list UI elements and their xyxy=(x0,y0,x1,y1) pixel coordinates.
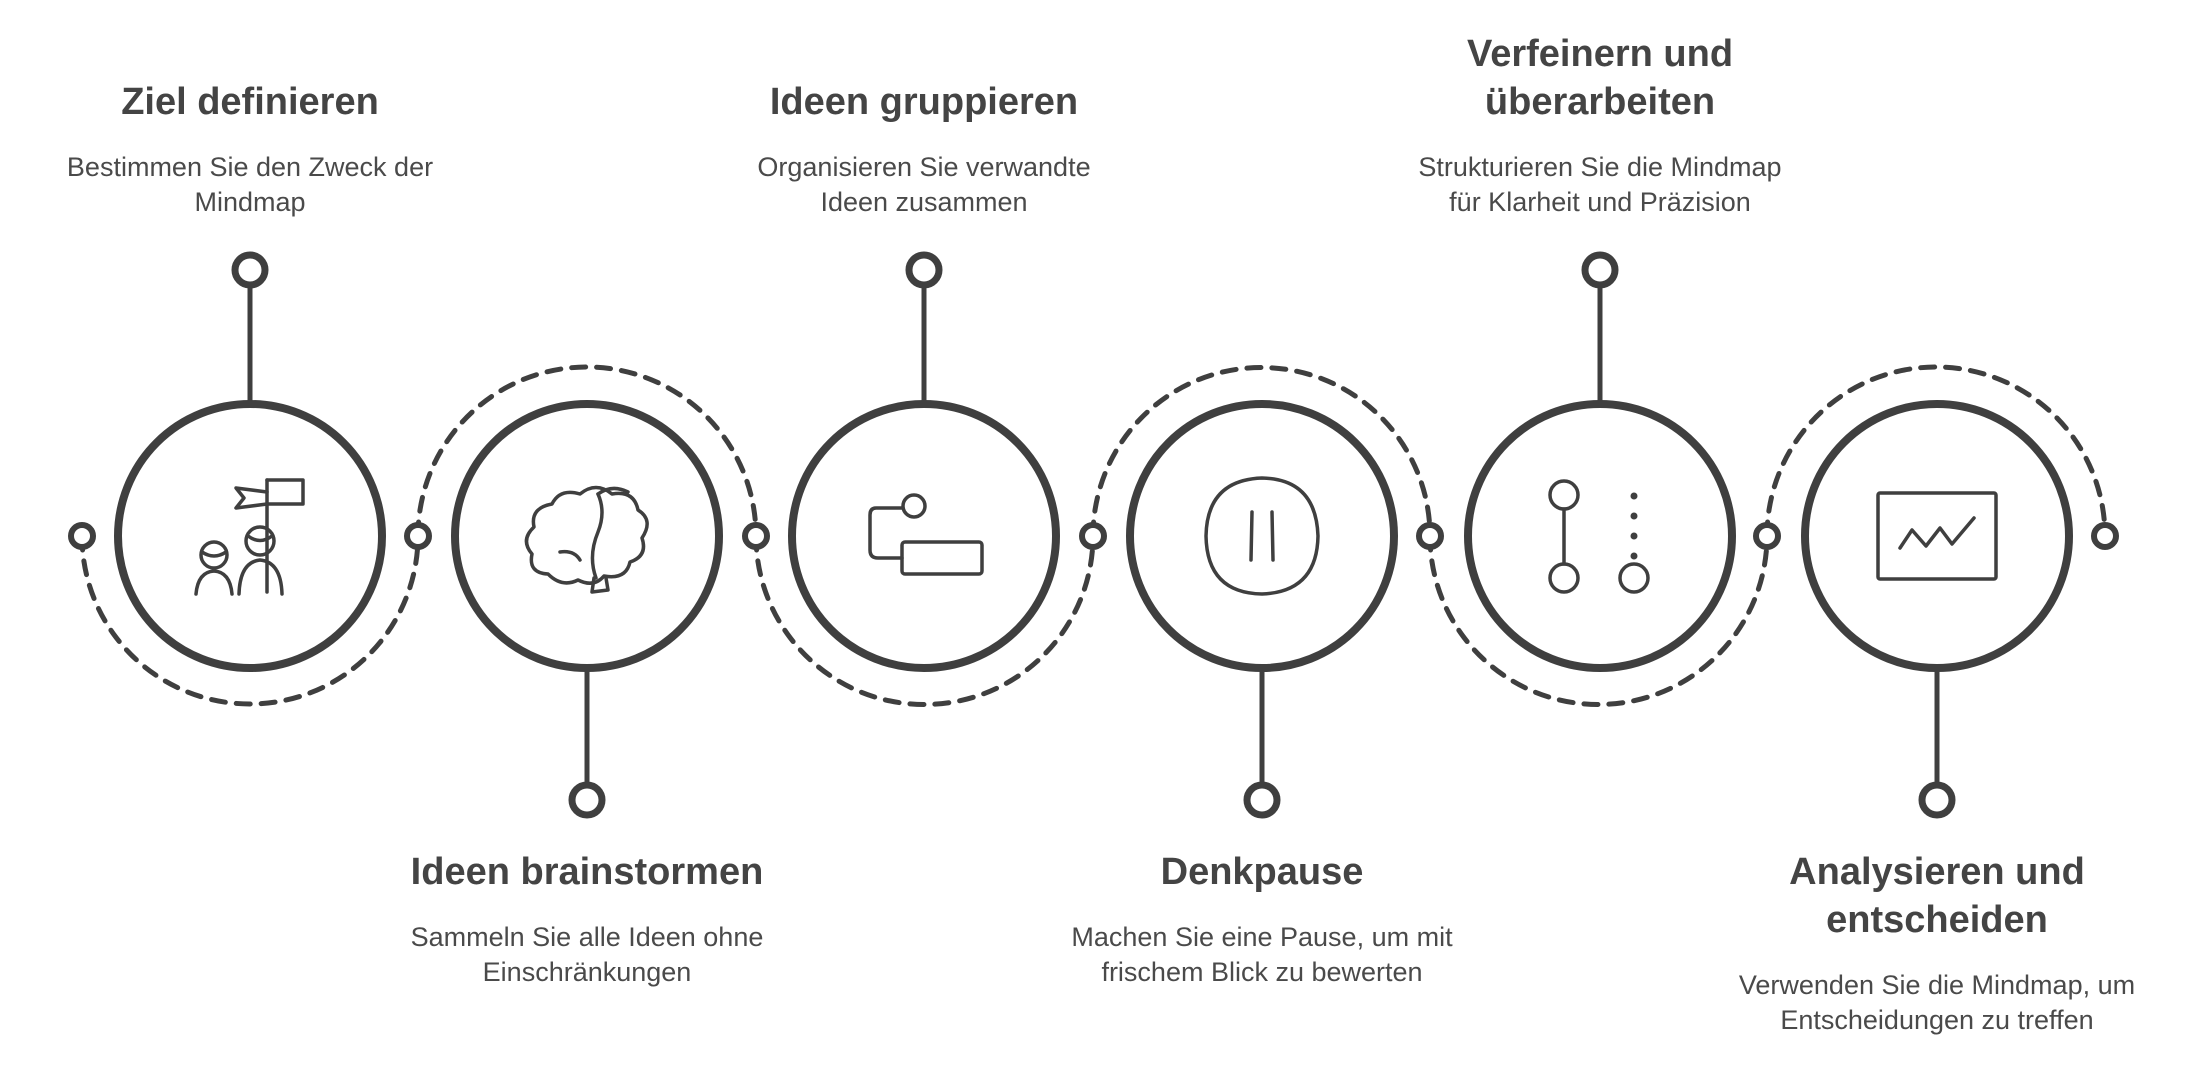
junction-dot-0 xyxy=(68,522,96,550)
step-description: Organisieren Sie verwandte Ideen zusamme… xyxy=(757,152,1091,217)
step-title: Ziel definieren xyxy=(121,81,379,123)
step-title: Verfeinern und überarbeiten xyxy=(1466,33,1734,123)
chart-board-icon xyxy=(1876,491,1998,581)
step-circle-6 xyxy=(1801,400,2073,672)
step-title: Analysieren und entscheiden xyxy=(1789,851,2085,941)
step-circle-4 xyxy=(1126,400,1398,672)
step-title: Ideen brainstormen xyxy=(410,851,764,893)
step-description: Sammeln Sie alle Ideen ohne Einschränkun… xyxy=(410,922,764,987)
dashed-arc-3 xyxy=(753,533,1096,707)
junction-dot-6 xyxy=(2091,522,2119,550)
step-description: Bestimmen Sie den Zweck der Mindmap xyxy=(66,152,434,217)
step-text-6: Analysieren und entscheiden Verwenden Si… xyxy=(1707,848,2167,1038)
junction-dot-5 xyxy=(1753,522,1781,550)
connector-ring-5 xyxy=(1581,251,1619,289)
step-circle-5 xyxy=(1464,400,1736,672)
step-title: Ideen gruppieren xyxy=(769,81,1079,123)
connector-ring-3 xyxy=(905,251,943,289)
step-circle-3 xyxy=(788,400,1060,672)
step-description: Verwenden Sie die Mindmap, um Entscheidu… xyxy=(1738,970,2136,1035)
connector-ring-1 xyxy=(231,251,269,289)
brain-icon xyxy=(524,485,649,594)
junction-dot-4 xyxy=(1416,522,1444,550)
dashed-arc-1 xyxy=(79,533,421,707)
step-title: Denkpause xyxy=(1160,851,1364,893)
junction-dot-2 xyxy=(742,522,770,550)
step-text-2: Ideen brainstormen Sammeln Sie alle Idee… xyxy=(357,848,817,990)
dashed-arc-5 xyxy=(1427,533,1770,707)
step-text-1: Ziel definieren Bestimmen Sie den Zweck … xyxy=(20,78,480,220)
nodes-dots-icon-dots xyxy=(1630,492,1638,560)
step-text-4: Denkpause Machen Sie eine Pause, um mit … xyxy=(1032,848,1492,990)
step-description: Strukturieren Sie die Mindmap für Klarhe… xyxy=(1418,152,1782,217)
step-circle-2 xyxy=(451,400,723,672)
step-text-5: Verfeinern und überarbeiten Strukturiere… xyxy=(1370,30,1830,220)
junction-dot-1 xyxy=(404,522,432,550)
connector-ring-4 xyxy=(1243,781,1281,819)
dashed-arc-2 xyxy=(415,364,759,539)
nodes-dots-icon xyxy=(1548,479,1650,594)
dashed-arc-6 xyxy=(1764,364,2108,539)
team-flag-icon xyxy=(194,478,305,596)
connected-box-icon xyxy=(868,493,984,576)
junction-dot-3 xyxy=(1079,522,1107,550)
connector-ring-2 xyxy=(568,781,606,819)
step-description: Machen Sie eine Pause, um mit frischem B… xyxy=(1071,922,1453,987)
pause-icon xyxy=(1204,476,1320,596)
dashed-arc-4 xyxy=(1090,365,1433,539)
step-text-3: Ideen gruppieren Organisieren Sie verwan… xyxy=(694,78,1154,220)
connector-ring-6 xyxy=(1918,781,1956,819)
